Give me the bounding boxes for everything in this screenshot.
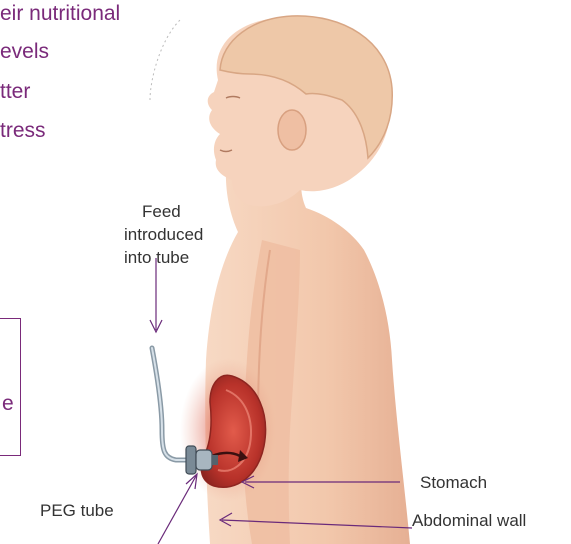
peg-connector xyxy=(186,446,196,474)
label-feed: Feed xyxy=(142,201,181,223)
feed-arrow xyxy=(150,258,162,332)
cropped-callout-box xyxy=(0,318,21,456)
label-peg-tube: PEG tube xyxy=(40,500,114,522)
bullet-line-3: tter xyxy=(0,80,30,104)
label-stomach: Stomach xyxy=(420,472,487,494)
peg-tube-pointer xyxy=(158,474,197,544)
bullet-line-1: eir nutritional xyxy=(0,2,120,26)
bullet-line-2: evels xyxy=(0,40,49,64)
callout-fragment: e xyxy=(2,392,14,416)
bullet-line-4: tress xyxy=(0,119,46,143)
label-introduced: introduced xyxy=(124,224,203,246)
label-into-tube: into tube xyxy=(124,247,189,269)
label-abdominal-wall: Abdominal wall xyxy=(412,510,526,532)
